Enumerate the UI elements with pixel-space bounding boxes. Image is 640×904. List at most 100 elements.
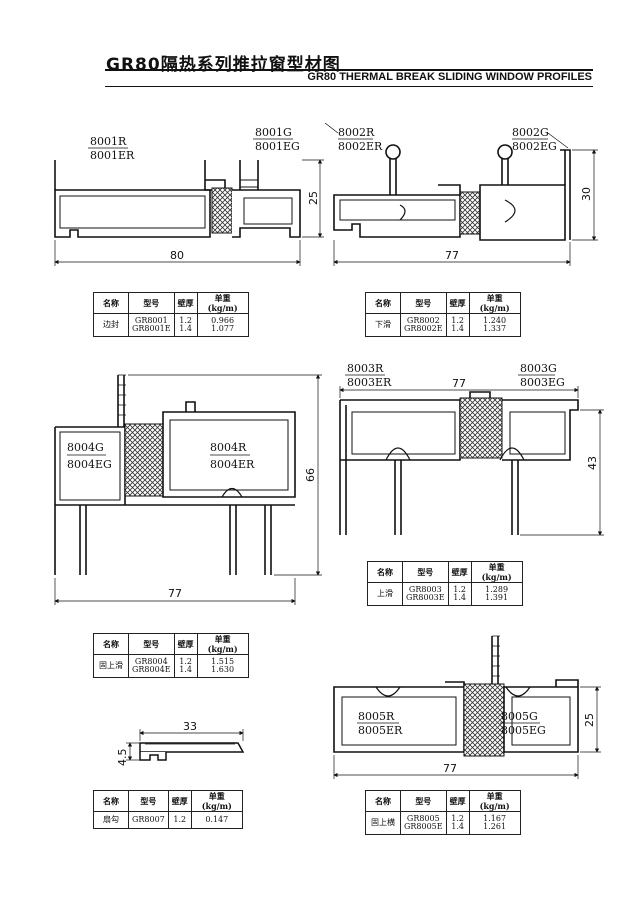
- th-model: 型号: [402, 561, 449, 583]
- profile-8004-drawing: [54, 374, 296, 575]
- th-thickness: 壁厚: [173, 633, 198, 655]
- cell-name: 固上横: [365, 811, 401, 835]
- dim-8007-width: 33: [183, 720, 197, 733]
- dim-8002-width: 77: [445, 249, 459, 262]
- dim-8007-height: 4.5: [116, 749, 129, 767]
- cell-name: 固上滑: [93, 654, 129, 678]
- spec-table-8007: 名称型号壁厚单重(kg/m) 扇勾 GR8007 1.2 0.147: [93, 790, 243, 829]
- profile-8005-drawing: [333, 635, 579, 757]
- label-8001er: 8001ER: [90, 149, 135, 162]
- th-model: 型号: [128, 633, 175, 655]
- th-thickness: 壁厚: [173, 292, 198, 314]
- th-name: 名称: [93, 633, 129, 655]
- label-8001eg: 8001EG: [255, 140, 300, 153]
- profile-8002-drawing: [333, 144, 571, 241]
- th-weight: 单重(kg/m): [468, 790, 521, 812]
- cell-name: 扇勾: [93, 811, 129, 829]
- th-name: 名称: [93, 790, 129, 812]
- label-8003er: 8003ER: [347, 376, 392, 389]
- profile-8003-drawing: [339, 391, 579, 535]
- profile-8007-drawing: [139, 742, 245, 761]
- label-8005er: 8005ER: [358, 724, 403, 737]
- th-model: 型号: [400, 790, 447, 812]
- dim-8005-height: 25: [583, 713, 596, 727]
- cell-name: 上滑: [367, 582, 403, 606]
- label-8004er: 8004ER: [210, 458, 255, 471]
- label-8003eg: 8003EG: [520, 376, 565, 389]
- label-8004r: 8004R: [210, 441, 247, 454]
- label-8001r: 8001R: [90, 135, 127, 148]
- label-8002g: 8002G: [512, 126, 549, 139]
- dim-8004-width: 77: [168, 587, 182, 600]
- label-8002er: 8002ER: [338, 140, 383, 153]
- th-name: 名称: [365, 292, 401, 314]
- th-weight: 单重(kg/m): [196, 292, 249, 314]
- profile-8005-dimensions: [333, 686, 601, 779]
- th-model: 型号: [128, 292, 175, 314]
- profile-8007-dimensions: [126, 729, 244, 761]
- th-model: 型号: [400, 292, 447, 314]
- cell-weight: 0.147: [190, 811, 243, 829]
- label-8005g: 8005G: [501, 710, 538, 723]
- th-weight: 单重(kg/m): [190, 790, 243, 812]
- dim-8003-width: 77: [452, 377, 466, 390]
- label-8001g: 8001G: [255, 126, 292, 139]
- profile-8001-drawing: [54, 160, 301, 238]
- cell-name: 边封: [93, 313, 129, 337]
- label-8002r: 8002R: [338, 126, 375, 139]
- label-8003r: 8003R: [347, 362, 384, 375]
- label-8005r: 8005R: [358, 710, 395, 723]
- th-weight: 单重(kg/m): [470, 561, 523, 583]
- th-weight: 单重(kg/m): [196, 633, 249, 655]
- label-8002eg: 8002EG: [512, 140, 557, 153]
- dim-8001-height: 25: [307, 191, 320, 205]
- label-8004eg: 8004EG: [67, 458, 112, 471]
- cell-models: GR8007: [128, 811, 169, 829]
- profile-8003-dimensions: [339, 374, 604, 536]
- subtitle-rule: [105, 86, 593, 87]
- th-thickness: 壁厚: [447, 561, 472, 583]
- th-thickness: 壁厚: [445, 292, 470, 314]
- cell-name: 下滑: [365, 313, 401, 337]
- dim-8003-height: 43: [586, 456, 599, 470]
- dim-8005-width: 77: [443, 762, 457, 775]
- dim-8002-height: 30: [580, 187, 593, 201]
- dim-8001-width: 80: [170, 249, 184, 262]
- profile-8004-dimensions: [54, 374, 322, 605]
- th-weight: 单重(kg/m): [468, 292, 521, 314]
- page-subtitle: GR80 THERMAL BREAK SLIDING WINDOW PROFIL…: [307, 71, 592, 83]
- th-name: 名称: [367, 561, 403, 583]
- th-model: 型号: [128, 790, 169, 812]
- th-thickness: 壁厚: [445, 790, 470, 812]
- th-name: 名称: [365, 790, 401, 812]
- th-thickness: 壁厚: [167, 790, 192, 812]
- title-rule: [105, 69, 593, 71]
- label-8004g: 8004G: [67, 441, 104, 454]
- th-name: 名称: [93, 292, 129, 314]
- profile-8002-dimensions: [324, 122, 598, 266]
- profile-8001-dimensions: [54, 138, 324, 266]
- cell-thickness: 1.2: [167, 811, 192, 829]
- label-8005eg: 8005EG: [501, 724, 546, 737]
- dim-8004-height: 66: [304, 468, 317, 482]
- label-8003g: 8003G: [520, 362, 557, 375]
